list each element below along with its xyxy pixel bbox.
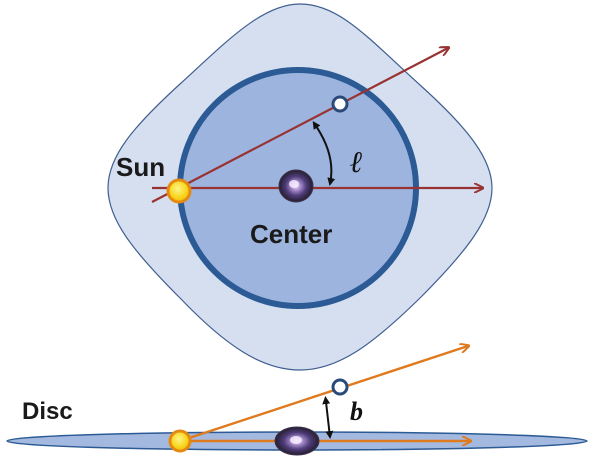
side-sun-icon (168, 429, 192, 453)
line-of-sight-arrow (151, 48, 448, 203)
side-line-of-sight-arrow (179, 346, 468, 443)
latitude-symbol: b (350, 397, 363, 426)
side-galaxy-core (290, 436, 302, 444)
galaxy-core (289, 180, 299, 188)
disc-label: Disc (22, 398, 73, 425)
sun-icon (166, 178, 192, 204)
target-marker-icon (331, 95, 349, 113)
latitude-angle-arrow (322, 396, 334, 439)
side-target-marker-icon (331, 378, 349, 396)
center-label: Center (250, 219, 332, 249)
longitude-symbol: ℓ (350, 146, 363, 179)
longitude-angle-arrow (312, 121, 336, 186)
sun-label: Sun (116, 152, 165, 182)
